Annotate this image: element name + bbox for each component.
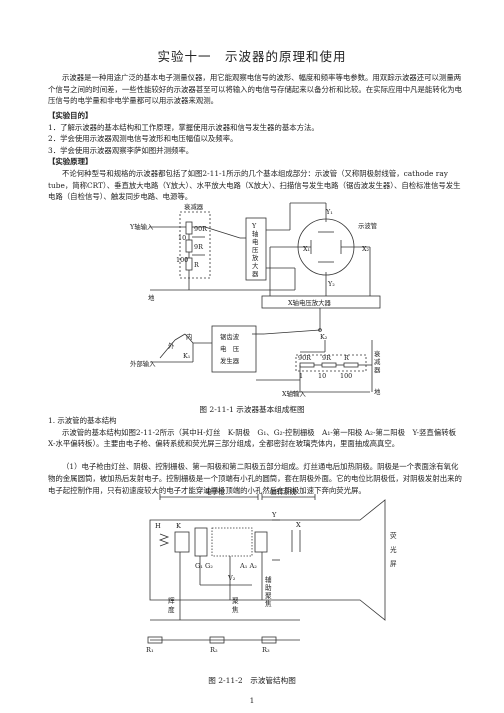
deflect-label: 偏转系统 (270, 487, 297, 496)
x-att-char: 衰 (374, 349, 381, 358)
resistor-r3-label: R₃ (262, 646, 270, 654)
y-amp-char: 器 (252, 270, 259, 278)
principle-heading: 【实验原理】 (48, 157, 93, 167)
figure-caption: 图 2-11-1 示波器基本组成框图 (199, 405, 305, 414)
switch-k1-label: K₁ (183, 352, 191, 360)
resistor-label: 9R (194, 243, 203, 251)
plate-y2-label: Y₂ (327, 280, 335, 288)
purpose-item: 2．学会使用示波器观测电信号波形和电压幅值以及频率。 (48, 134, 238, 144)
attenuator-label: 衰减器 (184, 202, 204, 211)
brightness-char: 辉 (168, 597, 175, 605)
plate-x1-label: X₁ (303, 245, 311, 253)
aux-focus-char: 辅 (265, 575, 272, 584)
intro-paragraph: 示波器是一种用途广泛的基本电子测量仪器，用它能观察电信号的波形、幅度和频率等电参… (48, 73, 462, 106)
plate-y1-label: Y₁ (325, 208, 333, 216)
aux-focus-char: 聚 (265, 592, 272, 600)
purpose-item: 1．了解示波器的基本结构和工作原理，掌握使用示波器和信号发生器的基本方法。 (48, 122, 319, 132)
aux-focus-char: 助 (265, 583, 272, 592)
sawtooth-label: 锯齿波 (220, 332, 240, 341)
x-att-char: 器 (374, 366, 381, 374)
y-amp-char: Y (251, 222, 257, 230)
purpose-heading: 【实验目的】 (48, 111, 93, 120)
y-amp-char: 放 (252, 253, 259, 262)
x-att-char: 减 (374, 357, 381, 366)
x-tap-label: 1 (299, 372, 303, 380)
screen-char: 荧 (390, 531, 397, 540)
focus-char: 焦 (232, 605, 239, 614)
page-number: 1 (249, 696, 255, 705)
section-paragraph: 示波管的基本结构如图2-11-2所示（其中H-灯丝 K-阴极 G₁、G₂-控制栅… (48, 427, 464, 449)
x-input-label: X轴输入 (282, 389, 306, 398)
sawtooth-label: 电 压 (220, 344, 240, 353)
crt-label: 示波管 (358, 221, 377, 230)
screen-char: 光 (390, 545, 397, 554)
x-resistor-label: 90R (298, 354, 311, 362)
x-tap-label: 100 (340, 372, 352, 380)
y-amp-char: 压 (252, 246, 259, 254)
x-amp-label: X轴电压放大器 (288, 298, 332, 307)
x-resistor-label: R (344, 354, 349, 362)
switch-inner-label: 内 (186, 332, 192, 341)
aux-focus-char: 焦 (265, 599, 272, 608)
screen-char: 屏 (390, 560, 397, 568)
voltage-v2-label: V₂ (227, 574, 236, 582)
x-resistor-label: 9R (322, 354, 331, 362)
sawtooth-label: 发生器 (220, 356, 240, 365)
y-amp-char: 大 (252, 261, 259, 270)
figure-caption: 图 2-11-2 示波管结构图 (208, 676, 296, 685)
resistor-r2-label: R₂ (210, 646, 218, 654)
section-paragraph: （1）电子枪由灯丝、阴极、控制栅极、第一阳极和第二阳极五部分组成。灯丝通电后加热… (48, 462, 462, 495)
page-title: 实验十一 示波器的原理和使用 (157, 49, 347, 64)
plate-x-label: X (296, 521, 301, 529)
ext-input-label: 外部输入 (130, 359, 156, 368)
focus-char: 聚 (232, 597, 239, 605)
resistor-label: 10 (178, 234, 186, 242)
resistor-r1-label: R₁ (146, 646, 154, 654)
section-heading: 1. 示波管的基本结构 (48, 416, 117, 425)
electrode-a-label: A₁ A₂ (239, 562, 257, 570)
y-amp-char: 轴 (252, 229, 258, 238)
purpose-item: 3．学会使用示波器观察李萨如图并测频率。 (48, 145, 194, 155)
electrode-g-label: G₁ G₂ (195, 562, 213, 570)
resistor-label: 100 (176, 256, 188, 264)
y-input-label: Y轴输入 (129, 222, 154, 231)
principle-paragraph: 不论何种型号和规格的示波器都包括了如图2-11-1所示的几个基本组成部分：示波管… (48, 169, 461, 202)
switch-outer-label: 外 (168, 341, 175, 350)
brightness-char: 度 (168, 605, 175, 614)
electrode-k-label: K (176, 522, 182, 530)
ground-label: 地 (148, 293, 155, 302)
electrode-h-label: H (155, 522, 161, 530)
plate-y-label: Y (271, 511, 277, 519)
x-ground-label: 地 (374, 387, 381, 396)
plate-x2-label: X₂ (362, 245, 370, 253)
resistor-label: 90R (194, 225, 207, 233)
resistor-label: R (194, 261, 199, 269)
x-tap-label: 10 (318, 372, 326, 380)
switch-k2-label: K₂ (320, 333, 328, 341)
y-amp-char: 电 (252, 237, 259, 246)
gun-label: 电子枪 (205, 487, 225, 496)
